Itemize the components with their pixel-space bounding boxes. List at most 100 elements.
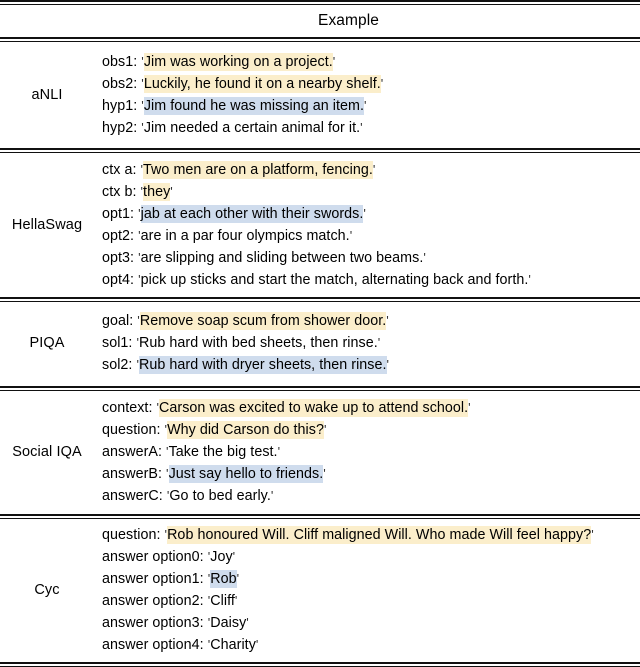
field-value-highlight-answer: Jim found he was missing an item. bbox=[143, 97, 364, 115]
field-value: Jim needed a certain animal for it. bbox=[143, 120, 361, 136]
field-key: hyp2: bbox=[102, 120, 138, 136]
field-value-highlight-context: Remove soap scum from shower door. bbox=[139, 312, 387, 330]
field-value: Take the big test. bbox=[168, 444, 278, 460]
dataset-label: PIQA bbox=[29, 335, 65, 351]
open-quote: ' bbox=[140, 162, 144, 177]
field-key: obs2: bbox=[102, 76, 138, 92]
close-quote: ' bbox=[377, 335, 381, 350]
open-quote: ' bbox=[141, 76, 144, 91]
field-value-highlight-context: Rob honoured Will. Cliff maligned Will. … bbox=[167, 526, 592, 544]
row-separator-rule bbox=[0, 386, 640, 391]
close-quote: ' bbox=[380, 76, 384, 91]
field-key: ctx b: bbox=[102, 184, 137, 200]
example-line: answerA: 'Take the big test.' bbox=[102, 441, 640, 463]
example-line: ctx a: 'Two men are on a platform, fenci… bbox=[102, 159, 640, 181]
field-value: Cliff bbox=[210, 593, 235, 609]
example-line: opt4: 'pick up sticks and start the matc… bbox=[102, 269, 640, 291]
field-key: answerA: bbox=[102, 444, 162, 460]
field-value: are slipping and sliding between two bea… bbox=[140, 250, 424, 266]
header-separator-rule bbox=[0, 37, 640, 42]
example-line: opt3: 'are slipping and sliding between … bbox=[102, 247, 640, 269]
field-key: obs1: bbox=[102, 54, 138, 70]
field-key: answer option4: bbox=[102, 637, 204, 653]
field-key: answer option0: bbox=[102, 549, 204, 565]
example-lines: obs1: 'Jim was working on a project.'obs… bbox=[102, 51, 640, 139]
example-line: hyp1: 'Jim found he was missing an item.… bbox=[102, 95, 640, 117]
example-lines: context: 'Carson was excited to wake up … bbox=[102, 397, 640, 507]
close-quote: ' bbox=[270, 488, 274, 503]
field-value-highlight-context: Luckily, he found it on a nearby shelf. bbox=[143, 75, 381, 93]
close-quote: ' bbox=[423, 250, 426, 265]
field-value: Joy bbox=[210, 549, 233, 565]
close-quote: ' bbox=[372, 162, 376, 177]
field-value-highlight-context: Carson was excited to wake up to attend … bbox=[159, 399, 469, 417]
close-quote: ' bbox=[323, 422, 327, 437]
table-header: Example bbox=[0, 5, 640, 37]
table-top-rule bbox=[0, 0, 640, 5]
close-quote: ' bbox=[234, 593, 238, 608]
table-row: Cyc question: 'Rob honoured Will. Cliff m… bbox=[0, 519, 640, 662]
dataset-label: Cyc bbox=[34, 582, 60, 598]
close-quote: ' bbox=[363, 206, 366, 221]
example-line: answer option0: 'Joy' bbox=[102, 546, 640, 568]
field-value-highlight-answer: Rub hard with dryer sheets, then rinse. bbox=[139, 356, 387, 374]
example-line: sol1: 'Rub hard with bed sheets, then ri… bbox=[102, 332, 640, 354]
open-quote: ' bbox=[166, 488, 170, 503]
field-value-highlight-answer: jab at each other with their swords. bbox=[140, 205, 364, 223]
close-quote: ' bbox=[332, 54, 336, 69]
field-value-highlight-context: Two men are on a platform, fencing. bbox=[143, 161, 373, 179]
open-quote: ' bbox=[207, 593, 211, 608]
open-quote: ' bbox=[138, 206, 141, 221]
field-value: are in a par four olympics match. bbox=[140, 228, 350, 244]
example-lines: question: 'Rob honoured Will. Cliff mali… bbox=[102, 524, 640, 656]
close-quote: ' bbox=[363, 98, 367, 113]
column-header-example: Example bbox=[318, 12, 380, 29]
field-value: Go to bed early. bbox=[169, 488, 271, 504]
field-key: hyp1: bbox=[102, 98, 138, 114]
open-quote: ' bbox=[136, 357, 140, 372]
example-line: sol2: 'Rub hard with dryer sheets, then … bbox=[102, 354, 640, 376]
field-key: answer option3: bbox=[102, 615, 204, 631]
close-quote: ' bbox=[170, 184, 173, 199]
example-line: answer option1: 'Rob' bbox=[102, 568, 640, 590]
close-quote: ' bbox=[323, 466, 326, 481]
open-quote: ' bbox=[141, 120, 144, 135]
open-quote: ' bbox=[207, 615, 211, 630]
close-quote: ' bbox=[386, 357, 390, 372]
field-key: opt1: bbox=[102, 206, 135, 222]
example-line: answer option4: 'Charity' bbox=[102, 634, 640, 656]
field-value-highlight-context: they bbox=[143, 183, 171, 201]
close-quote: ' bbox=[255, 637, 259, 652]
example-line: context: 'Carson was excited to wake up … bbox=[102, 397, 640, 419]
open-quote: ' bbox=[156, 400, 160, 415]
field-value: pick up sticks and start the match, alte… bbox=[140, 272, 529, 288]
field-key: answerB: bbox=[102, 466, 162, 482]
example-line: answer option3: 'Daisy' bbox=[102, 612, 640, 634]
open-quote: ' bbox=[138, 228, 141, 243]
example-line: answer option2: 'Cliff' bbox=[102, 590, 640, 612]
example-line: answerB: 'Just say hello to friends.' bbox=[102, 463, 640, 485]
field-key: sol1: bbox=[102, 335, 133, 351]
field-key: goal: bbox=[102, 313, 134, 329]
field-key: answerC: bbox=[102, 488, 163, 504]
open-quote: ' bbox=[138, 272, 141, 287]
example-line: opt1: 'jab at each other with their swor… bbox=[102, 203, 640, 225]
close-quote: ' bbox=[232, 549, 236, 564]
row-separator-rule bbox=[0, 297, 640, 302]
row-separator-rule bbox=[0, 148, 640, 153]
close-quote: ' bbox=[246, 615, 249, 630]
example-line: goal: 'Remove soap scum from shower door… bbox=[102, 310, 640, 332]
open-quote: ' bbox=[207, 571, 211, 586]
field-value-highlight-answer: Rob bbox=[210, 570, 237, 588]
dataset-label: Social IQA bbox=[12, 444, 82, 460]
field-key: question: bbox=[102, 422, 161, 438]
open-quote: ' bbox=[141, 54, 144, 69]
table-bottom-rule bbox=[0, 662, 640, 667]
field-value-highlight-context: Jim was working on a project. bbox=[143, 53, 333, 71]
example-line: hyp2: 'Jim needed a certain animal for i… bbox=[102, 117, 640, 139]
field-key: context: bbox=[102, 400, 153, 416]
field-key: sol2: bbox=[102, 357, 133, 373]
